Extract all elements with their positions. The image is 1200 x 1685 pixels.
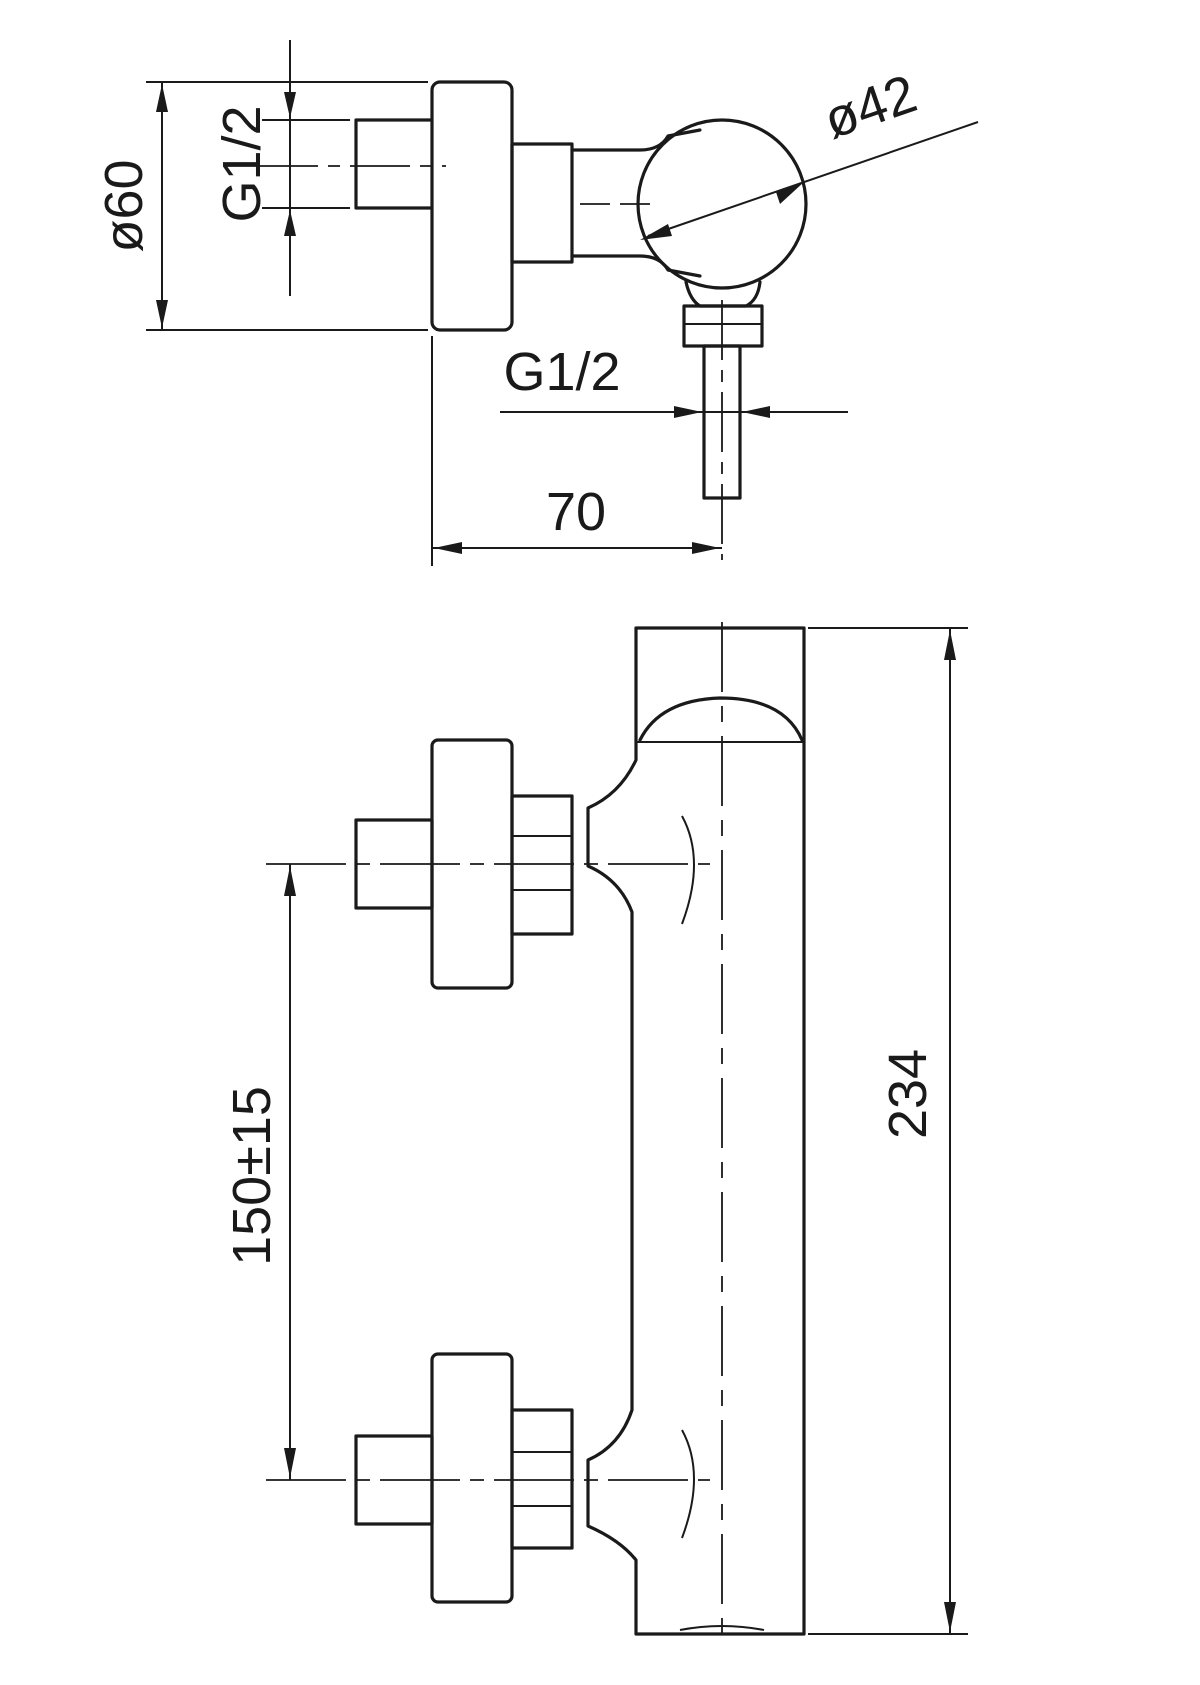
lower-eccentric-front: [681, 1429, 695, 1539]
outlet-nut-top: [682, 304, 764, 348]
connector-nut-top: [510, 142, 574, 264]
dim-inlet-spacing: 150±15: [222, 1086, 282, 1266]
dim-body-diameter: ø60: [94, 159, 154, 252]
lower-flange-front: [430, 1352, 514, 1604]
front-view: 150±15 234: [222, 622, 968, 1642]
handle-circle-top: [636, 118, 808, 290]
dim-handle-diameter: ø42: [816, 63, 924, 150]
upper-eccentric-front: [681, 815, 695, 925]
wall-flange-top: [430, 80, 514, 332]
handle-cap-front: [638, 696, 804, 742]
valve-body-front: [586, 626, 806, 1636]
inlet-stub-top: [354, 118, 434, 210]
bottom-outlet-front: [679, 1625, 765, 1631]
body-neck-top: [570, 128, 702, 278]
lower-nut-front: [510, 1408, 574, 1550]
dim-inlet-thread: G1/2: [212, 105, 272, 222]
upper-nut-front: [510, 794, 574, 936]
dim-total-height: 234: [878, 1049, 938, 1139]
top-view: ø60 G1/2 ø42 G1/2 70: [94, 40, 979, 566]
dim-outlet-thread: G1/2: [503, 342, 620, 402]
dim-depth: 70: [546, 482, 606, 542]
